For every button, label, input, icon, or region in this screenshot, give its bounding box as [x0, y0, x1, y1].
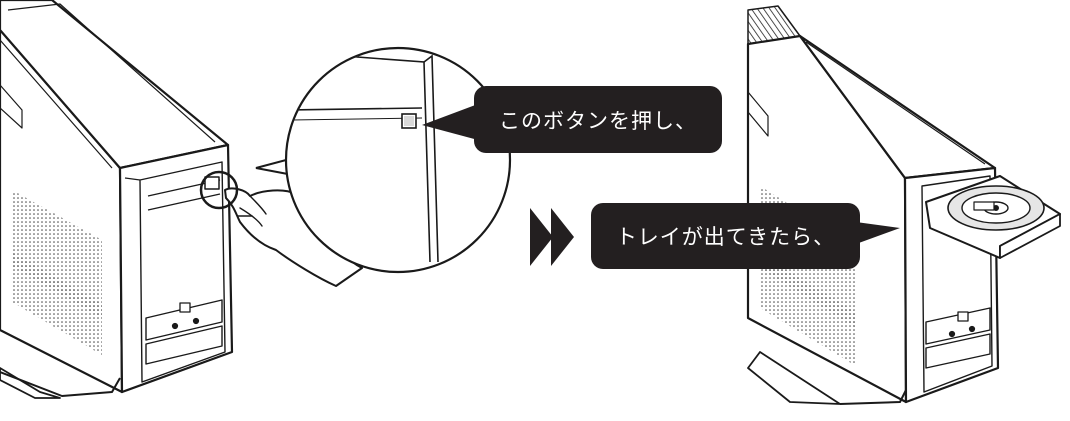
callout-pointer	[856, 222, 900, 244]
pc-tower-left	[0, 0, 234, 399]
step1-callout: このボタンを押し、	[474, 86, 722, 153]
step1-callout-text: このボタンを押し、	[499, 108, 697, 133]
callout-pointer	[422, 104, 478, 140]
vent-grille	[12, 190, 102, 318]
eject-button-icon	[204, 176, 220, 190]
highlight-circle	[199, 170, 239, 210]
disc-tray-icon	[925, 175, 1061, 259]
step2-callout: トレイが出てきたら、	[591, 203, 860, 269]
step2-callout-text: トレイが出てきたら、	[615, 225, 836, 249]
double-arrow-right-icon	[530, 208, 574, 266]
